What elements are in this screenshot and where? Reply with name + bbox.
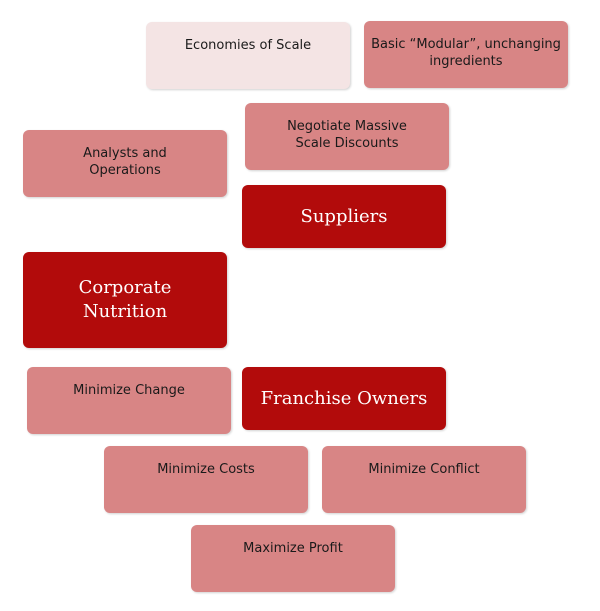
node-minimize-conflict: Minimize Conflict bbox=[322, 446, 526, 513]
node-label: Corporate Nutrition bbox=[78, 277, 172, 322]
node-label: Basic “Modular”, unchanging ingredients bbox=[371, 37, 561, 69]
node-economies-of-scale: Economies of Scale bbox=[146, 22, 350, 89]
node-label: Maximize Profit bbox=[243, 541, 343, 556]
node-basic-modular-ingredients: Basic “Modular”, unchanging ingredients bbox=[364, 21, 568, 88]
node-corporate-nutrition: Corporate Nutrition bbox=[23, 252, 227, 348]
node-negotiate-scale-discounts: Negotiate Massive Scale Discounts bbox=[245, 103, 449, 170]
node-label: Minimize Change bbox=[73, 383, 185, 398]
node-minimize-costs: Minimize Costs bbox=[104, 446, 308, 513]
node-maximize-profit: Maximize Profit bbox=[191, 525, 395, 592]
node-label: Franchise Owners bbox=[260, 387, 428, 409]
node-label: Suppliers bbox=[300, 205, 388, 227]
node-label: Economies of Scale bbox=[184, 38, 312, 53]
node-label: Minimize Conflict bbox=[368, 462, 480, 477]
node-analysts-and-operations: Analysts and Operations bbox=[23, 130, 227, 197]
node-minimize-change: Minimize Change bbox=[27, 367, 231, 434]
node-franchise-owners: Franchise Owners bbox=[242, 367, 446, 430]
node-label: Negotiate Massive Scale Discounts bbox=[287, 119, 407, 151]
node-suppliers: Suppliers bbox=[242, 185, 446, 248]
node-label: Minimize Costs bbox=[157, 462, 255, 477]
node-label: Analysts and Operations bbox=[83, 146, 167, 178]
